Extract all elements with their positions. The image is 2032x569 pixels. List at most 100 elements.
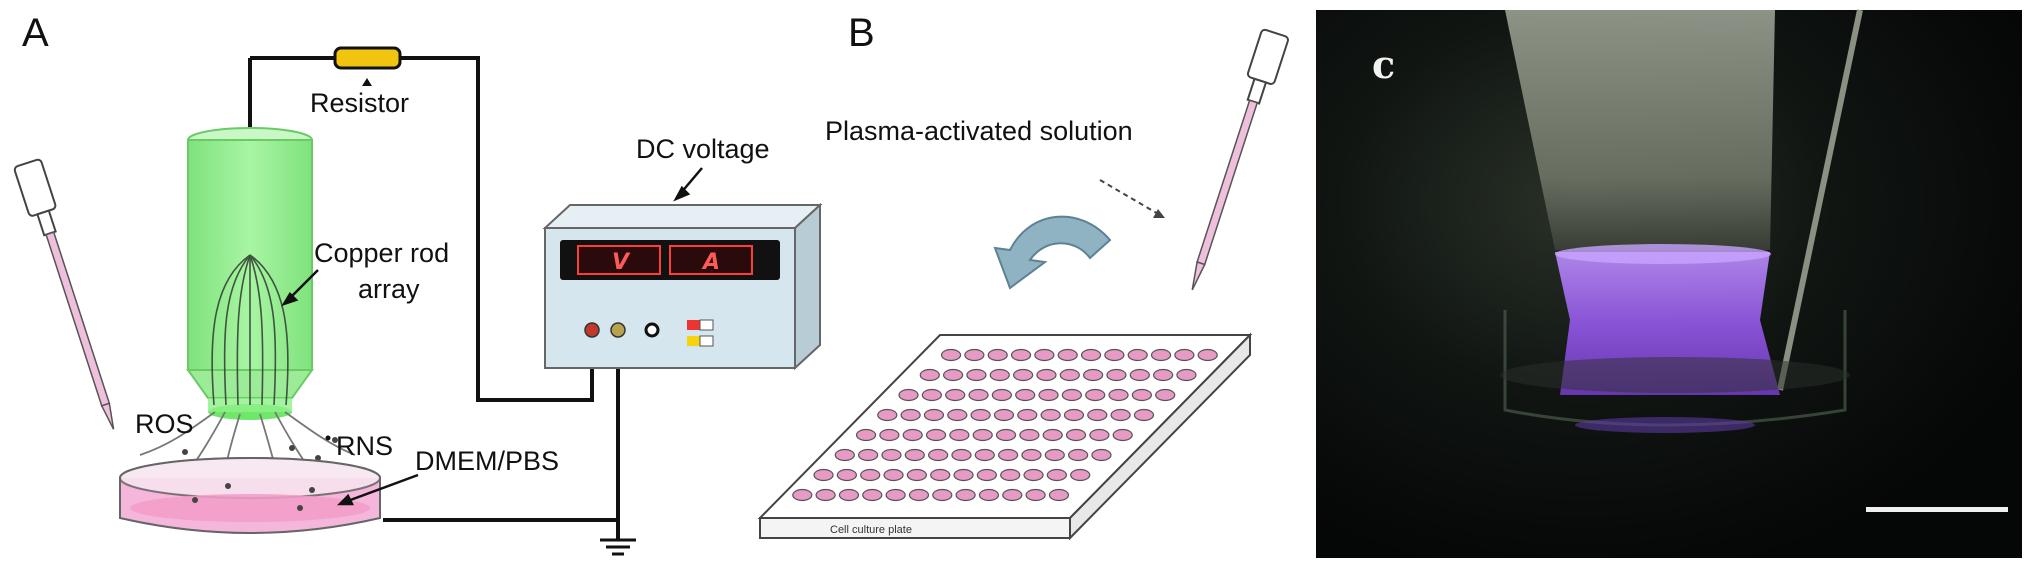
well [998,448,1019,462]
copper-arrow-icon [281,269,319,307]
well [1038,388,1059,402]
well [1021,448,1042,462]
copper-rod-label-line2: array [358,274,420,304]
well [858,448,879,462]
pipette-left-icon [13,158,115,430]
well [792,488,813,502]
petri-dish [119,457,381,534]
well [1046,468,1067,482]
dc-arrow-icon [673,167,703,202]
well [1068,448,1089,462]
well [860,468,881,482]
pipette-right-icon [1191,28,1289,291]
well [1127,348,1148,362]
well [1040,408,1061,422]
well [1110,408,1131,422]
well [1131,388,1152,402]
well [1089,428,1110,442]
transfer-curved-arrow-icon [993,215,1112,290]
well [919,368,940,382]
panel-a-letter: A [22,11,49,55]
plate-label: Cell culture plate [830,524,912,536]
panel-c-letter: c [1372,42,1395,87]
well [966,368,987,382]
well [1059,368,1080,382]
plasma-solution-label: Plasma-activated solution [825,116,1133,146]
resistor-pointer-icon [362,78,372,86]
well [1150,348,1172,362]
plate-wells [792,348,1218,502]
well [855,428,877,442]
dmem-arrow-icon [336,473,419,506]
well [1087,408,1108,422]
dc-voltage-label: DC voltage [636,134,770,164]
well [906,468,927,482]
well [1080,348,1102,362]
well [1155,388,1176,402]
well [972,428,993,442]
ros-label: ROS [135,409,194,439]
well [968,388,989,402]
dc-power-supply: V A [542,202,823,371]
well [1044,448,1065,462]
well [879,428,900,442]
well [898,388,919,402]
well [900,408,921,422]
well [1065,428,1087,442]
panel-b-letter: B [848,11,875,55]
copper-rod-label-line1: Copper rod [314,238,449,268]
well [883,468,904,482]
well [1015,388,1036,402]
rns-label: RNS [336,431,393,461]
well [953,468,974,482]
well [1129,368,1150,382]
cell-culture-plate: Cell culture plate [757,332,1253,541]
well [955,488,976,502]
well [836,468,857,482]
well [1083,368,1104,382]
panel-a: A Resistor [13,11,823,556]
well [1025,488,1046,502]
well [949,428,970,442]
well [1013,368,1034,382]
dmem-pbs-label: DMEM/PBS [415,446,559,476]
well [902,428,923,442]
well [1108,388,1129,402]
plasma-dashed-arrow-icon [1099,179,1165,218]
well [970,408,991,422]
well [1112,428,1133,442]
panel-c-photo: c [1316,9,2022,558]
well [1042,428,1063,442]
well [1036,368,1057,382]
well [1057,348,1078,362]
rns-dot-icon [325,435,331,441]
well [1070,468,1091,482]
well [1017,408,1038,422]
well [881,448,902,462]
well [947,408,968,422]
well [908,488,930,502]
well [1061,388,1082,402]
well [932,488,953,502]
well [945,388,966,402]
well [1085,388,1106,402]
well [885,488,906,502]
well [974,448,995,462]
plasma-jet-tube [186,127,314,420]
well [1174,348,1195,362]
well [1034,348,1055,362]
well [1002,488,1023,502]
voltmeter-label: V [612,250,631,275]
well [940,348,962,362]
panel-b: B Plasma-activated solution Cell culture… [757,11,1289,541]
well [995,428,1017,442]
well [1104,348,1125,362]
well [862,488,883,502]
resistor-label: Resistor [310,88,409,118]
well [1063,408,1085,422]
well [925,428,947,442]
scale-bar [1866,507,2008,512]
well [921,388,942,402]
well [976,468,997,482]
